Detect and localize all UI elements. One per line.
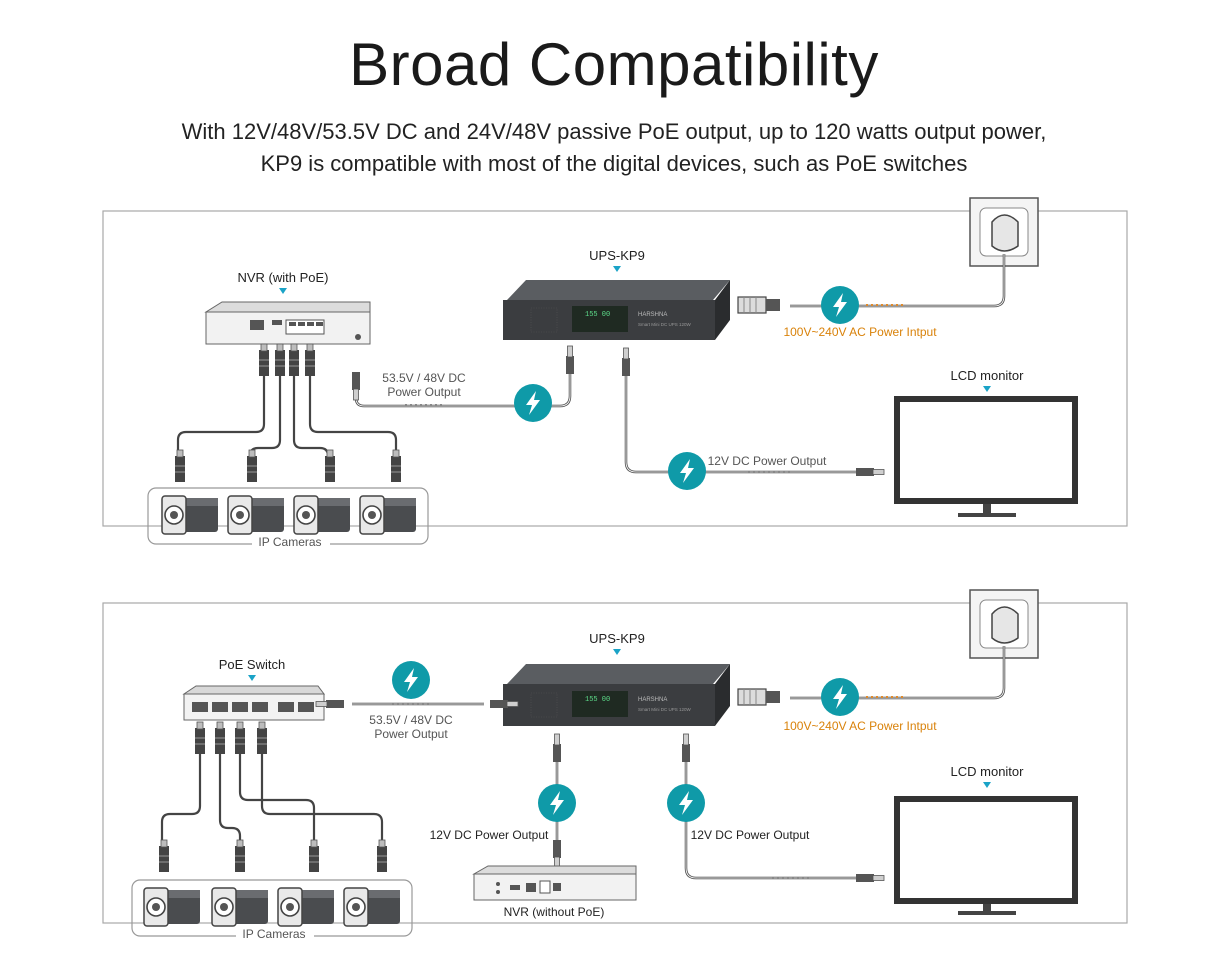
diagram-1-panel bbox=[102, 210, 1128, 527]
rj45-icon bbox=[234, 721, 246, 755]
rj45-icon bbox=[304, 343, 316, 377]
rj45-icon bbox=[234, 839, 246, 873]
camera-icon bbox=[211, 887, 269, 927]
rj45-icon bbox=[376, 839, 388, 873]
lightning-icon bbox=[821, 678, 859, 716]
ups-device: UPS-KP9 155 00 HARSHNA Smart Mini DC UPS… bbox=[503, 248, 730, 340]
lightning-icon bbox=[667, 784, 705, 822]
svg-text:155 00: 155 00 bbox=[585, 311, 610, 319]
dc-plug-icon bbox=[565, 345, 575, 375]
ac-input-label: 100V~240V AC Power Intput bbox=[783, 325, 937, 339]
lightning-icon bbox=[392, 661, 430, 699]
rj45-icon bbox=[274, 343, 286, 377]
diagram-2-panel bbox=[102, 602, 1128, 924]
camera-icon bbox=[161, 495, 219, 535]
rj45-icon bbox=[158, 839, 170, 873]
lightning-icon bbox=[821, 286, 859, 324]
camera-icon bbox=[293, 495, 351, 535]
ups-brand: HARSHNA bbox=[638, 697, 667, 703]
down-arrow-icon bbox=[613, 649, 621, 655]
rj45-icon bbox=[174, 449, 186, 483]
dc-output-line-2: Power Output bbox=[387, 385, 461, 399]
ethernet-cables bbox=[160, 750, 384, 840]
wall-socket bbox=[969, 589, 1039, 659]
nvr-label: NVR (with PoE) bbox=[237, 270, 328, 285]
ups-label: UPS-KP9 bbox=[589, 631, 645, 646]
nvr-with-poe: NVR (with PoE) bbox=[204, 270, 371, 345]
ups-brand: HARSHNA bbox=[638, 312, 667, 318]
rj45-icon bbox=[308, 839, 320, 873]
rj45-icon bbox=[194, 721, 206, 755]
diagram-2: 100V~240V AC Power Intput UPS-KP9 155 00… bbox=[102, 589, 1128, 942]
dc12-output-right-label: 12V DC Power Output bbox=[691, 828, 810, 842]
subtitle-line-2: KP9 is compatible with most of the digit… bbox=[260, 151, 968, 176]
down-arrow-icon bbox=[248, 675, 256, 681]
rj45-icon bbox=[258, 343, 270, 377]
cameras-label: IP Cameras bbox=[258, 535, 321, 549]
wall-socket bbox=[969, 197, 1039, 267]
down-arrow-icon bbox=[279, 288, 287, 294]
nvr-without-poe: NVR (without PoE) bbox=[472, 865, 637, 919]
lightning-icon bbox=[538, 784, 576, 822]
dc-plug-icon bbox=[855, 873, 885, 883]
ethernet-cables bbox=[176, 372, 398, 460]
rj45-icon bbox=[324, 449, 336, 483]
camera-icon bbox=[359, 495, 417, 535]
diagram-1: 100V~240V AC Power Intput UPS-KP9 155 00… bbox=[102, 197, 1128, 550]
monitor-label: LCD monitor bbox=[951, 368, 1025, 383]
page-subtitle: With 12V/48V/53.5V DC and 24V/48V passiv… bbox=[0, 116, 1228, 180]
ups-device: UPS-KP9 155 00 HARSHNA Smart Mini DC UPS… bbox=[503, 631, 730, 726]
dc-plug-icon bbox=[552, 839, 562, 869]
cameras-label: IP Cameras bbox=[242, 927, 305, 941]
ups-model: Smart Mini DC UPS 120W bbox=[638, 322, 692, 327]
ip-cameras: IP Cameras bbox=[147, 487, 429, 550]
svg-text:155 00: 155 00 bbox=[585, 696, 610, 704]
page-title: Broad Compatibility bbox=[349, 31, 879, 98]
camera-icon bbox=[277, 887, 335, 927]
camera-icon bbox=[343, 887, 401, 927]
dc-plug-icon bbox=[552, 733, 562, 763]
ups-label: UPS-KP9 bbox=[589, 248, 645, 263]
nvr-label: NVR (without PoE) bbox=[504, 905, 605, 919]
dc-output-line-1: 53.5V / 48V DC bbox=[369, 713, 453, 727]
dc-plug-icon bbox=[351, 371, 361, 401]
rj45-icon bbox=[256, 721, 268, 755]
rj45-icon bbox=[214, 721, 226, 755]
dc-plug-icon bbox=[855, 467, 885, 477]
poe-switch: PoE Switch bbox=[182, 657, 325, 721]
dc-plug-icon bbox=[489, 699, 519, 709]
down-arrow-icon bbox=[613, 266, 621, 272]
lightning-icon bbox=[668, 452, 706, 490]
lcd-monitor: LCD monitor bbox=[894, 764, 1078, 915]
down-arrow-icon bbox=[983, 386, 991, 392]
camera-icon bbox=[143, 887, 201, 927]
lightning-icon bbox=[514, 384, 552, 422]
ac-plug-icon bbox=[737, 688, 781, 706]
ups-model: Smart Mini DC UPS 120W bbox=[638, 707, 692, 712]
monitor-label: LCD monitor bbox=[951, 764, 1025, 779]
subtitle-line-1: With 12V/48V/53.5V DC and 24V/48V passiv… bbox=[181, 119, 1047, 144]
dc-output-line-2: Power Output bbox=[374, 727, 448, 741]
dc-output-line-1: 53.5V / 48V DC bbox=[382, 371, 466, 385]
camera-icon bbox=[227, 495, 285, 535]
dc12-output-label: 12V DC Power Output bbox=[708, 454, 827, 468]
dc-plug-icon bbox=[315, 699, 345, 709]
ip-cameras: IP Cameras bbox=[131, 879, 413, 942]
down-arrow-icon bbox=[983, 782, 991, 788]
rj45-icon bbox=[288, 343, 300, 377]
dc-plug-icon bbox=[621, 347, 631, 377]
rj45-icon bbox=[390, 449, 402, 483]
rj45-icon bbox=[246, 449, 258, 483]
ac-plug-icon bbox=[737, 296, 781, 314]
lcd-monitor: LCD monitor bbox=[894, 368, 1078, 517]
ac-input-label: 100V~240V AC Power Intput bbox=[783, 719, 937, 733]
dc-plug-icon bbox=[681, 733, 691, 763]
dc12-output-left-label: 12V DC Power Output bbox=[430, 828, 549, 842]
switch-label: PoE Switch bbox=[219, 657, 285, 672]
